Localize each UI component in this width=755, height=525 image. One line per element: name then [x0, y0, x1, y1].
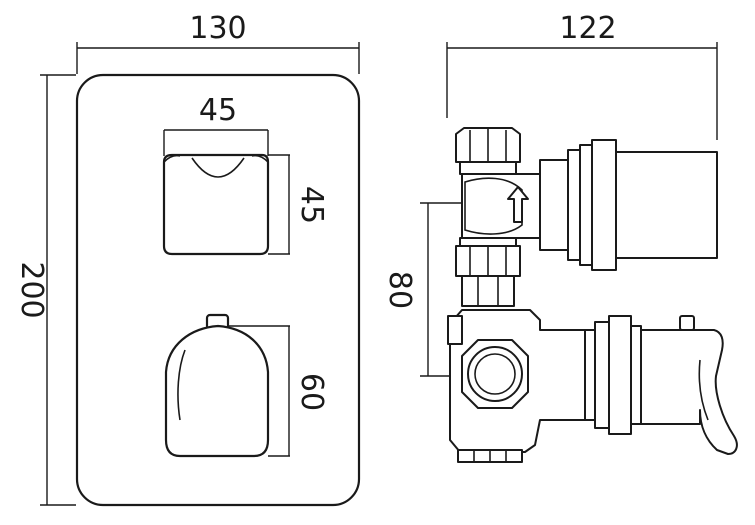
thermostatic-lever [164, 313, 270, 458]
depth-dimension: 122 [446, 11, 718, 140]
knob-height-dimension: 45 [268, 154, 329, 255]
lever-height-dimension: 60 [229, 325, 329, 457]
arrow-up-icon [507, 186, 529, 223]
lever-height-label: 60 [294, 373, 329, 411]
lower-valve-body [447, 309, 642, 463]
plate-width-label: 130 [189, 11, 246, 46]
upper-valve-body [455, 127, 718, 277]
lever-side-profile [640, 315, 738, 455]
plate-width-dimension: 130 [76, 11, 360, 74]
knob-width-label: 45 [199, 93, 237, 128]
plate-height-label: 200 [14, 261, 49, 318]
front-view: 130 200 45 45 60 [14, 11, 361, 507]
knob-height-label: 45 [294, 186, 329, 224]
side-view: 122 80 [382, 11, 738, 463]
depth-label: 122 [559, 11, 616, 46]
knob-width-dimension: 45 [163, 93, 269, 156]
connecting-pipe [461, 275, 515, 307]
port-spacing-label: 80 [382, 271, 417, 309]
plate-height-dimension: 200 [14, 74, 76, 506]
port-spacing-dimension: 80 [382, 202, 462, 377]
flow-control-knob [162, 153, 270, 256]
